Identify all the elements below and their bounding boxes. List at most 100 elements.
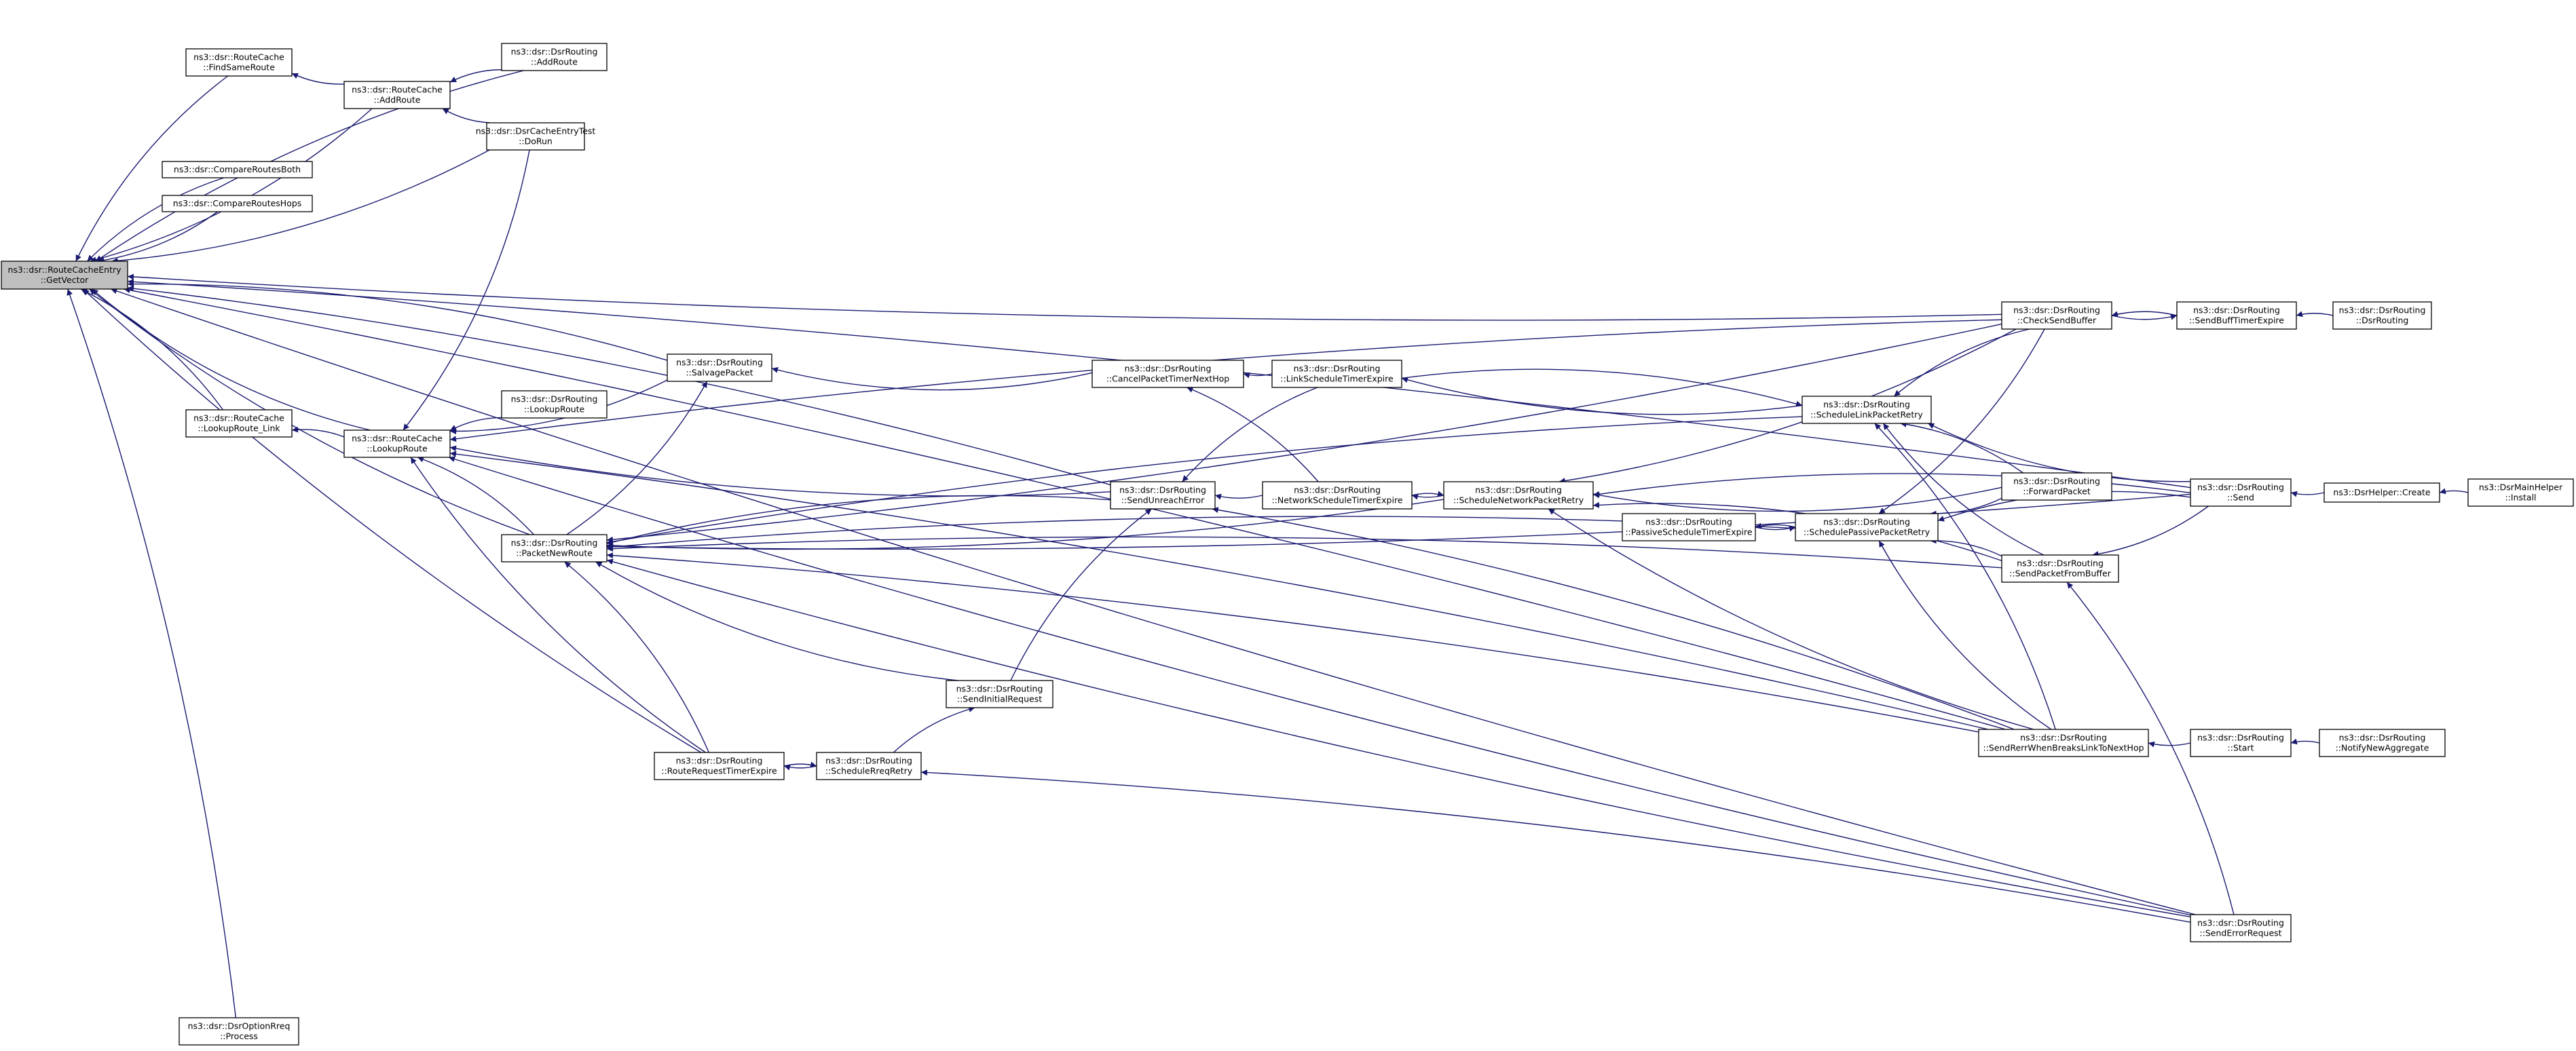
node-label-line: ns3::dsr::DsrRouting: [1294, 485, 1381, 495]
node-SalvagePacket[interactable]: ns3::dsr::DsrRouting::SalvagePacket: [667, 353, 772, 382]
edge-AddRouteDsr-to-GetVector: [95, 70, 524, 262]
node-label-line: ::LookupRoute: [524, 404, 585, 415]
node-label-line: ::AddRoute: [374, 95, 421, 105]
edge-SendInitialRequest-to-SendUnreachError: [1010, 508, 1153, 681]
node-label-line: ns3::dsr::RouteCache: [352, 434, 443, 444]
node-label-line: ::SendRerrWhenBreaksLinkToNextHop: [1983, 743, 2144, 753]
node-label-line: ::SalvagePacket: [686, 368, 753, 378]
edge-SendInitialRequest-to-PacketNewRoute: [595, 561, 958, 681]
node-LookupRouteDsr[interactable]: ns3::dsr::DsrRouting::LookupRoute: [501, 390, 608, 419]
node-label-line: ns3::dsr::DsrRouting: [2197, 918, 2284, 928]
node-box: [654, 752, 785, 780]
node-label-line: ns3::DsrMainHelper: [2479, 482, 2563, 493]
node-box: [2323, 482, 2440, 503]
node-Send[interactable]: ns3::dsr::DsrRouting::Send: [2190, 478, 2292, 507]
node-label-line: ns3::dsr::DsrRouting: [2013, 305, 2100, 316]
node-RouteRequestTimerExpire[interactable]: ns3::dsr::DsrRouting::RouteRequestTimerE…: [654, 752, 785, 780]
node-DsrMainHelperInstall[interactable]: ns3::DsrMainHelper::Install: [2467, 478, 2574, 507]
node-SendInitialRequest[interactable]: ns3::dsr::DsrRouting::SendInitialRequest: [946, 680, 1053, 708]
node-FindSameRoute[interactable]: ns3::dsr::RouteCache::FindSameRoute: [185, 48, 293, 77]
node-label-line: ns3::dsr::DsrRouting: [1645, 517, 1732, 527]
node-box: [1978, 729, 2149, 757]
node-label-line: ::Install: [2505, 493, 2536, 503]
node-ForwardPacket[interactable]: ns3::dsr::DsrRouting::ForwardPacket: [2001, 472, 2112, 501]
node-box: [1802, 396, 1932, 424]
edge-SendErrorRequest-to-SendPacketFromBuffer: [2066, 581, 2235, 915]
node-label-line: ::RouteRequestTimerExpire: [661, 766, 777, 776]
node-AddRouteDsr[interactable]: ns3::dsr::DsrRouting::AddRoute: [501, 43, 608, 71]
edge-CheckSendBuffer-to-PacketNewRoute: [606, 323, 2002, 543]
node-CheckSendBuffer[interactable]: ns3::dsr::DsrRouting::CheckSendBuffer: [2001, 301, 2112, 330]
node-label-line: ns3::dsr::DsrRouting: [2339, 305, 2426, 316]
edge-SendErrorRequest-to-ScheduleRreqRetry: [920, 769, 2191, 923]
node-box: [2190, 914, 2292, 942]
node-NetworkScheduleTimerExpire[interactable]: ns3::dsr::DsrRouting::NetworkScheduleTim…: [1262, 481, 1413, 510]
node-LinkScheduleTimerExpire[interactable]: ns3::dsr::DsrRouting::LinkScheduleTimerE…: [1271, 360, 1402, 388]
edge-AddRouteDsr-to-AddRouteCache: [449, 69, 502, 83]
node-DsrHelperCreate[interactable]: ns3::DsrHelper::Create: [2323, 482, 2440, 503]
node-label-line: ::ForwardPacket: [2023, 486, 2091, 497]
edge-SendErrorRequest-to-GetVector: [111, 288, 2196, 915]
node-Start[interactable]: ns3::dsr::DsrRouting::Start: [2190, 729, 2292, 757]
node-box: [2190, 729, 2292, 757]
node-SendRerrWhenBreaksLinkToNextHop[interactable]: ns3::dsr::DsrRouting::SendRerrWhenBreaks…: [1978, 729, 2149, 757]
node-SchedulePassivePacketRetry[interactable]: ns3::dsr::DsrRouting::SchedulePassivePac…: [1795, 513, 1939, 541]
edge-LinkScheduleTimerExpire-to-SendUnreachError: [1182, 387, 1318, 482]
edge-SendPacketFromBuffer-to-ScheduleNetworkPacketRetry: [1592, 501, 2002, 562]
node-AddRouteCache[interactable]: ns3::dsr::RouteCache::AddRoute: [343, 81, 451, 109]
edge-ScheduleLinkPacketRetry-to-LinkScheduleTimerExpire: [1401, 377, 1803, 415]
node-label-line: ::PacketNewRoute: [516, 548, 593, 558]
node-NotifyNewAggregate[interactable]: ns3::dsr::DsrRouting::NotifyNewAggregate: [2319, 729, 2446, 757]
node-label-line: ::PassiveScheduleTimerExpire: [1625, 527, 1752, 537]
node-box: [1091, 360, 1244, 388]
edges-layer: [67, 69, 2469, 1018]
node-label-line: ::NotifyNewAggregate: [2336, 743, 2429, 753]
node-box: [1622, 513, 1756, 541]
node-ScheduleLinkPacketRetry[interactable]: ns3::dsr::DsrRouting::ScheduleLinkPacket…: [1802, 396, 1932, 424]
edge-SendUnreachError-to-GetVector: [127, 285, 1111, 486]
node-ScheduleRreqRetry[interactable]: ns3::dsr::DsrRouting::ScheduleRreqRetry: [816, 752, 922, 780]
node-box: [1795, 513, 1939, 541]
node-CancelPacketTimerNextHop[interactable]: ns3::dsr::DsrRouting::CancelPacketTimerN…: [1091, 360, 1244, 388]
node-label-line: ::AddRoute: [531, 57, 578, 67]
node-label-line: ns3::dsr::DsrRouting: [2017, 558, 2104, 569]
node-PacketNewRoute[interactable]: ns3::dsr::DsrRouting::PacketNewRoute: [501, 534, 608, 562]
node-CompareRoutesHops[interactable]: ns3::dsr::CompareRoutesHops: [162, 195, 313, 212]
node-box: [1271, 360, 1402, 388]
node-label-line: ::NetworkScheduleTimerExpire: [1271, 495, 1402, 505]
node-PassiveScheduleTimerExpire[interactable]: ns3::dsr::DsrRouting::PassiveScheduleTim…: [1622, 513, 1756, 541]
node-SendErrorRequest[interactable]: ns3::dsr::DsrRouting::SendErrorRequest: [2190, 914, 2292, 942]
edge-PassiveScheduleTimerExpire-to-SchedulePassivePacketRetry: [1755, 525, 1796, 532]
edge-CheckSendBuffer-to-SendBuffTimerExpire: [2111, 313, 2178, 320]
node-SendPacketFromBuffer[interactable]: ns3::dsr::DsrRouting::SendPacketFromBuff…: [2001, 554, 2119, 583]
node-label-line: ns3::dsr::DsrRouting: [511, 538, 598, 548]
node-label-line: ns3::dsr::DsrRouting: [825, 756, 912, 766]
node-box: [2467, 478, 2574, 507]
node-label-line: ::SchedulePassivePacketRetry: [1804, 527, 1930, 537]
node-DsrRoutingCtor[interactable]: ns3::dsr::DsrRouting::DsrRouting: [2332, 301, 2432, 330]
node-ScheduleNetworkPacketRetry[interactable]: ns3::dsr::DsrRouting::ScheduleNetworkPac…: [1443, 481, 1594, 510]
node-label-line: ::DsrRouting: [2356, 316, 2409, 326]
node-GetVector[interactable]: ns3::dsr::RouteCacheEntry::GetVector: [1, 261, 128, 290]
node-label-line: ns3::dsr::DsrRouting: [2339, 733, 2426, 743]
node-label-line: ns3::dsr::DsrRouting: [956, 684, 1043, 694]
node-LookupRouteLink[interactable]: ns3::dsr::RouteCache::LookupRoute_Link: [185, 409, 293, 438]
edge-PacketNewRoute-to-GetVector: [89, 288, 530, 535]
node-label-line: ::SendErrorRequest: [2199, 928, 2281, 938]
node-box: [1443, 481, 1594, 510]
node-label-line: ns3::dsr::DsrRouting: [1823, 400, 1910, 410]
node-DoRun[interactable]: ns3::dsr::DsrCacheEntryTest::DoRun: [476, 122, 596, 151]
node-LookupRouteCache[interactable]: ns3::dsr::RouteCache::LookupRoute: [343, 429, 451, 458]
edge-DoRun-to-GetVector: [111, 149, 490, 264]
node-SendUnreachError[interactable]: ns3::dsr::DsrRouting::SendUnreachError: [1110, 481, 1216, 510]
node-OptionRreqProcess[interactable]: ns3::dsr::DsrOptionRreq::Process: [179, 1017, 299, 1046]
node-CompareRoutesBoth[interactable]: ns3::dsr::CompareRoutesBoth: [162, 161, 313, 178]
node-label-line: ns3::dsr::DsrRouting: [1823, 517, 1910, 527]
node-SendBuffTimerExpire[interactable]: ns3::dsr::DsrRouting::SendBuffTimerExpir…: [2176, 301, 2297, 330]
node-box: [2001, 301, 2112, 330]
edge-CheckSendBuffer-to-GetVector: [127, 273, 2002, 321]
edge-ForwardPacket-to-ScheduleNetworkPacketRetry: [1592, 486, 2002, 512]
node-box: [1110, 481, 1216, 510]
node-label-line: ::CheckSendBuffer: [2017, 316, 2097, 326]
edge-SendPacketFromBuffer-to-SchedulePassivePacketRetry: [1930, 537, 2002, 557]
